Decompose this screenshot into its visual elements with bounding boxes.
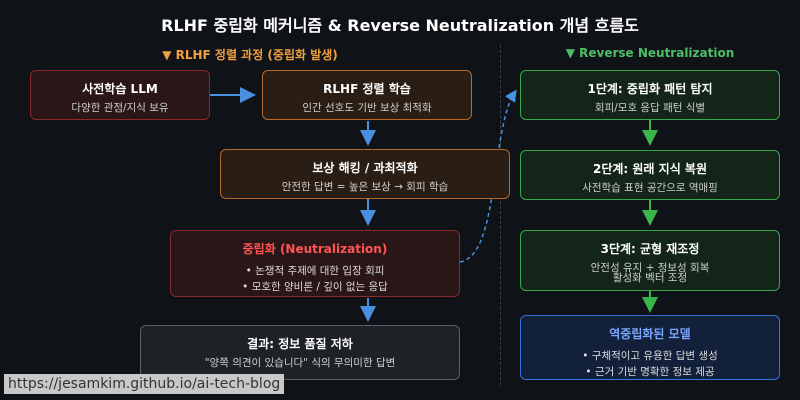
result-sub: "양쪽 의견이 있습니다" 식의 무의미한 답변 [204,357,396,369]
neutral-list: 논쟁적 주제에 대한 입장 회피 모호한 양비론 / 깊이 없는 응답 [171,263,459,295]
step3-sub1: 안전성 유지 + 정보성 회복 [590,262,710,274]
pretrain-llm-box: 사전학습 LLM 다양한 관점/지식 보유 [30,70,210,120]
step2-title: 2단계: 원래 지식 복원 [592,162,707,176]
neutral-item: 논쟁적 주제에 대한 입장 회피 [171,263,459,279]
step1-box: 1단계: 중립화 패턴 탐지 회피/모호 응답 패턴 식별 [520,70,780,120]
right-section-header: ▼ Reverse Neutralization [565,46,735,60]
rlhf-sub: 인간 선호도 기반 보상 최적화 [302,102,432,114]
step2-sub: 사전학습 표현 공간으로 역매핑 [582,182,718,194]
pretrain-title: 사전학습 LLM [82,82,158,96]
final-model-box: 역중립화된 모델 구체적이고 유용한 답변 생성 근거 기반 명확한 정보 제공 [520,315,780,380]
step1-title: 1단계: 중립화 패턴 탐지 [587,82,713,96]
source-url-watermark: https://jesamkim.github.io/ai-tech-blog [4,374,285,394]
result-title: 결과: 정보 품질 저하 [247,337,353,351]
pretrain-sub: 다양한 관점/지식 보유 [71,102,169,114]
neutralization-box: 중립화 (Neutralization) 논쟁적 주제에 대한 입장 회피 모호… [170,230,460,297]
neutral-item: 모호한 양비론 / 깊이 없는 응답 [171,279,459,295]
left-section-header: ▼ RLHF 정렬 과정 (중립화 발생) [162,48,338,62]
step1-sub: 회피/모호 응답 패턴 식별 [594,102,706,114]
step3-title: 3단계: 균형 재조정 [600,242,700,256]
final-item: 근거 기반 명확한 정보 제공 [521,364,779,380]
result-box: 결과: 정보 품질 저하 "양쪽 의견이 있습니다" 식의 무의미한 답변 [140,325,460,380]
rlhf-title: RLHF 정렬 학습 [323,82,411,96]
step3-sub2: 활성화 벡터 조정 [612,272,688,284]
final-list: 구체적이고 유용한 답변 생성 근거 기반 명확한 정보 제공 [521,348,779,380]
final-title: 역중립화된 모델 [609,327,691,341]
section-divider [500,45,501,385]
reward-hacking-box: 보상 해킹 / 과최적화 안전한 답변 = 높은 보상 → 회피 학습 [220,149,510,199]
hacking-sub: 안전한 답변 = 높은 보상 → 회피 학습 [281,181,449,193]
neutral-title: 중립화 (Neutralization) [242,242,388,256]
diagram-title: RLHF 중립화 메커니즘 & Reverse Neutralization 개… [161,16,639,35]
step3-box: 3단계: 균형 재조정 안전성 유지 + 정보성 회복 활성화 벡터 조정 [520,230,780,291]
step2-box: 2단계: 원래 지식 복원 사전학습 표현 공간으로 역매핑 [520,150,780,200]
rlhf-training-box: RLHF 정렬 학습 인간 선호도 기반 보상 최적화 [262,70,472,120]
final-item: 구체적이고 유용한 답변 생성 [521,348,779,364]
hacking-title: 보상 해킹 / 과최적화 [312,161,418,175]
